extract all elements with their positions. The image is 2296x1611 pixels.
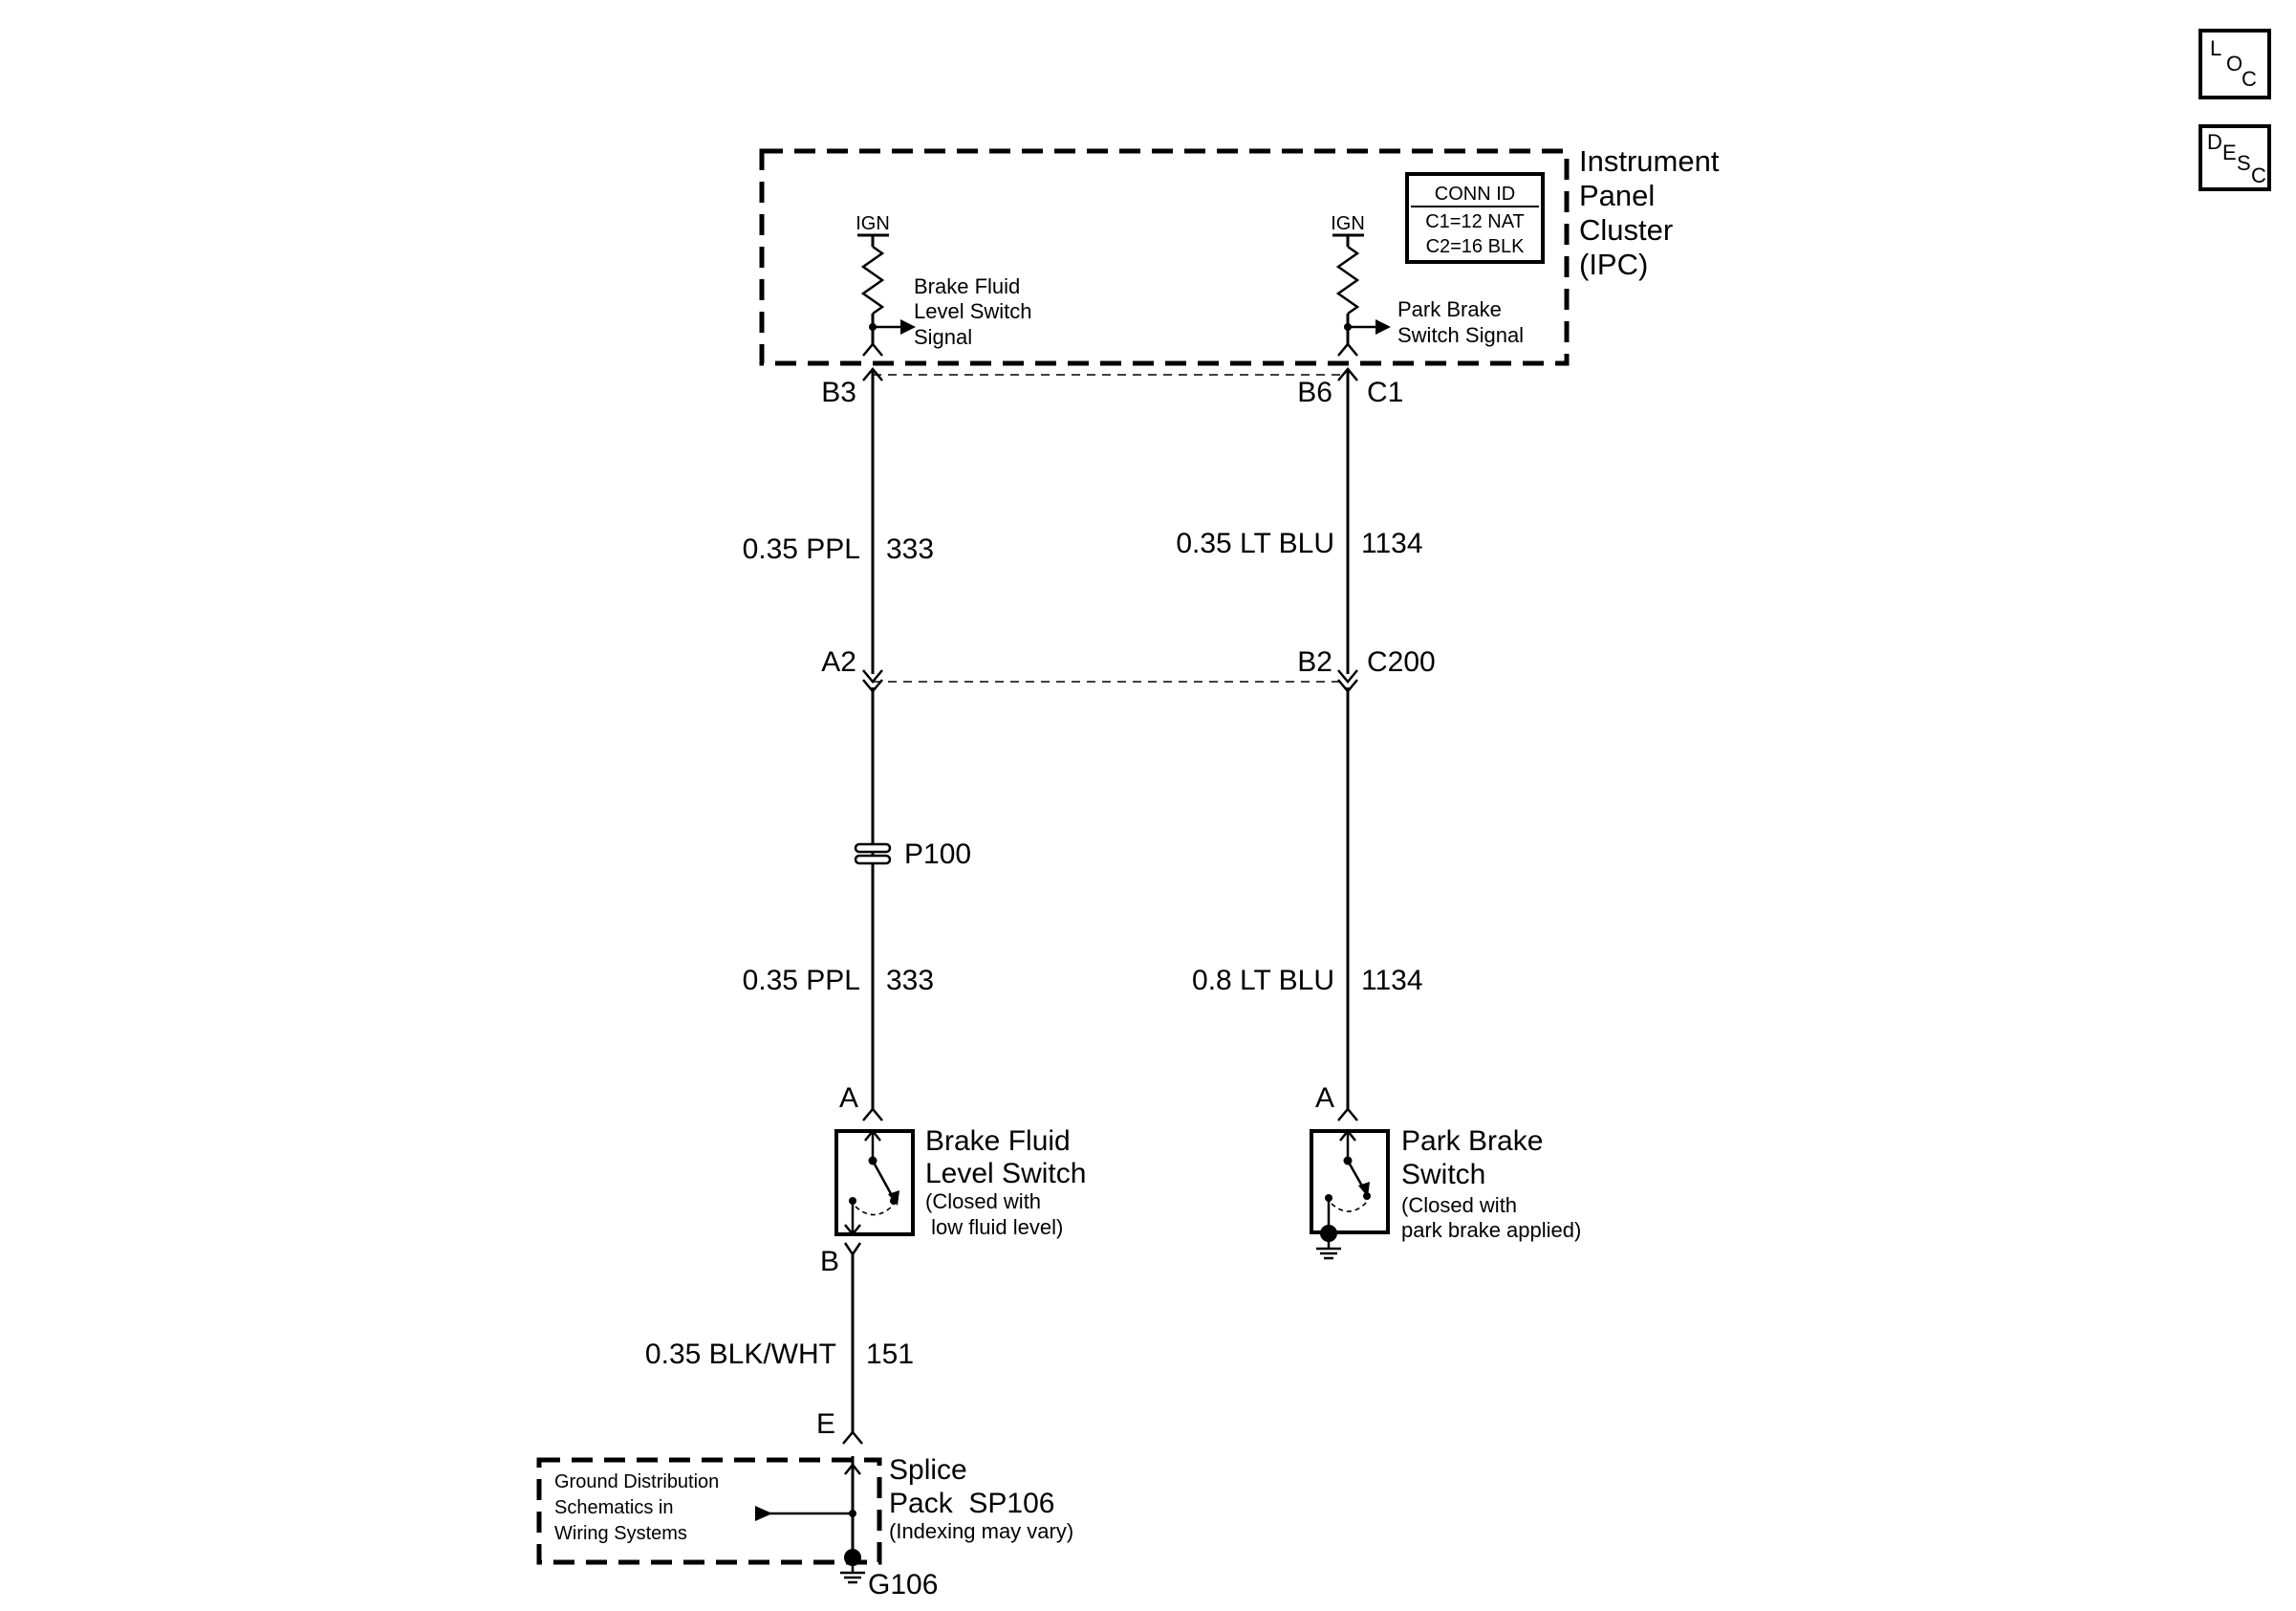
conn-id-row-2: C2=16 BLK xyxy=(1426,236,1526,257)
conn-id-header: CONN ID xyxy=(1435,184,1515,205)
park-brake-switch-note-2: park brake applied) xyxy=(1401,1218,1581,1242)
brake-fluid-switch-note-1: (Closed with xyxy=(925,1189,1041,1213)
brake-fluid-signal-label-1: Brake Fluid xyxy=(914,274,1020,298)
wire-1134-lower-circuit: 1134 xyxy=(1361,965,1423,996)
desc-letter-s: S xyxy=(2237,151,2251,175)
loc-letter-l: L xyxy=(2210,36,2221,60)
wire-1134-right-upper: 0.35 LT BLU 1134 xyxy=(1176,369,1423,674)
desc-letter-d: D xyxy=(2207,130,2222,154)
connector-c200: A2 B2 C200 xyxy=(821,646,1436,693)
loc-button[interactable]: L O C xyxy=(2199,29,2271,99)
ground-ref-line-2: Schematics in xyxy=(554,1497,674,1518)
park-brake-signal-label-1: Park Brake xyxy=(1397,297,1502,321)
ipc-brake-fluid-signal-circuit: IGN Brake Fluid Level Switch Signal xyxy=(856,213,1032,357)
conn-id-table: CONN ID C1=12 NAT C2=16 BLK xyxy=(1405,172,1545,264)
connector-c1-label: C1 xyxy=(1367,377,1403,408)
wire-333-lower-color: 0.35 PPL xyxy=(743,965,860,996)
wire-1134-lower-color: 0.8 LT BLU xyxy=(1192,965,1334,996)
ign-label-right: IGN xyxy=(1331,213,1365,234)
ipc-title-line-1: Instrument xyxy=(1579,144,1720,178)
pullup-resistor-left xyxy=(860,245,885,316)
loc-letter-o: O xyxy=(2226,52,2242,76)
brake-fluid-switch-pin-b: B xyxy=(820,1246,839,1277)
connector-c200-label: C200 xyxy=(1367,646,1436,678)
pin-a2: A2 xyxy=(821,646,856,678)
park-brake-switch: A Park Brake Switch (Closed with park br… xyxy=(1310,1082,1581,1260)
brake-fluid-switch-pin-a: A xyxy=(839,1082,858,1114)
wire-151-circuit: 151 xyxy=(866,1339,914,1370)
ground-ref-line-1: Ground Distribution xyxy=(554,1471,719,1492)
wire-333-left-upper: 0.35 PPL 333 xyxy=(743,369,934,674)
pin-b3: B3 xyxy=(821,377,856,408)
park-brake-switch-pin-a: A xyxy=(1315,1082,1334,1114)
wire-333-upper-color: 0.35 PPL xyxy=(743,533,860,565)
brake-fluid-switch-title-2: Level Switch xyxy=(925,1158,1086,1189)
connector-c1: B3 B6 C1 xyxy=(821,367,1403,408)
splice-pack-title-2: Pack SP106 xyxy=(889,1488,1054,1519)
ground-symbol-park-brake xyxy=(1316,1247,1341,1260)
splice-pack-note: (Indexing may vary) xyxy=(889,1519,1073,1543)
ipc-park-brake-signal-circuit: IGN Park Brake Switch Signal xyxy=(1331,213,1524,357)
ipc-module: Instrument Panel Cluster (IPC) CONN ID C… xyxy=(759,144,1720,366)
wire-151-color: 0.35 BLK/WHT xyxy=(645,1339,836,1370)
ipc-boundary xyxy=(759,148,1570,366)
wire-1134-upper-circuit: 1134 xyxy=(1361,528,1423,559)
pin-b6: B6 xyxy=(1297,377,1332,408)
p100-label: P100 xyxy=(904,838,971,870)
signal-arrow-left xyxy=(900,319,916,335)
wire-151-ground: 0.35 BLK/WHT 151 xyxy=(645,1254,914,1434)
park-brake-switch-note-1: (Closed with xyxy=(1401,1193,1517,1217)
passthrough-p100: P100 xyxy=(854,838,971,870)
ground-symbol-g106 xyxy=(840,1571,865,1584)
wire-1134-right-lower: 0.8 LT BLU 1134 xyxy=(1192,687,1423,1111)
splice-pack-pin-e: E xyxy=(816,1408,835,1440)
pullup-resistor-right xyxy=(1335,245,1360,316)
ign-label-left: IGN xyxy=(856,213,890,234)
splice-pack-sp106: E Ground Distribution Schematics in Wiri… xyxy=(536,1408,1073,1600)
park-brake-switch-title-2: Switch xyxy=(1401,1159,1485,1190)
signal-arrow-right xyxy=(1375,319,1391,335)
park-brake-switch-title-1: Park Brake xyxy=(1401,1125,1543,1157)
brake-fluid-switch-note-2: low fluid level) xyxy=(925,1215,1063,1239)
splice-pack-title-1: Splice xyxy=(889,1454,967,1486)
ground-ref-arrow xyxy=(755,1506,772,1521)
brake-fluid-signal-label-2: Level Switch xyxy=(914,299,1032,323)
pin-b2: B2 xyxy=(1297,646,1332,678)
loc-letter-c: C xyxy=(2242,67,2257,91)
brake-fluid-level-switch: A Brake Fluid Level Switch (Closed with … xyxy=(820,1082,1086,1277)
desc-letter-c: C xyxy=(2251,163,2266,187)
desc-letter-e: E xyxy=(2222,141,2237,164)
desc-button[interactable]: D E S C xyxy=(2199,124,2271,191)
conn-id-row-1: C1=12 NAT xyxy=(1425,211,1525,232)
ground-g106-label: G106 xyxy=(868,1569,938,1600)
brake-fluid-signal-label-3: Signal xyxy=(914,325,972,349)
park-brake-signal-label-2: Switch Signal xyxy=(1397,323,1524,347)
wire-333-lower-circuit: 333 xyxy=(886,965,934,996)
ipc-title-line-4: (IPC) xyxy=(1579,248,1648,281)
brake-fluid-switch-title-1: Brake Fluid xyxy=(925,1125,1071,1157)
wire-333-upper-circuit: 333 xyxy=(886,533,934,565)
ground-ref-line-3: Wiring Systems xyxy=(554,1523,687,1544)
ipc-title-line-2: Panel xyxy=(1579,179,1655,212)
splice-pack-boundary xyxy=(536,1457,882,1565)
wire-1134-upper-color: 0.35 LT BLU xyxy=(1176,528,1334,559)
wire-333-left-lower: P100 0.35 PPL 333 xyxy=(743,687,971,1111)
ipc-title-line-3: Cluster xyxy=(1579,213,1673,247)
